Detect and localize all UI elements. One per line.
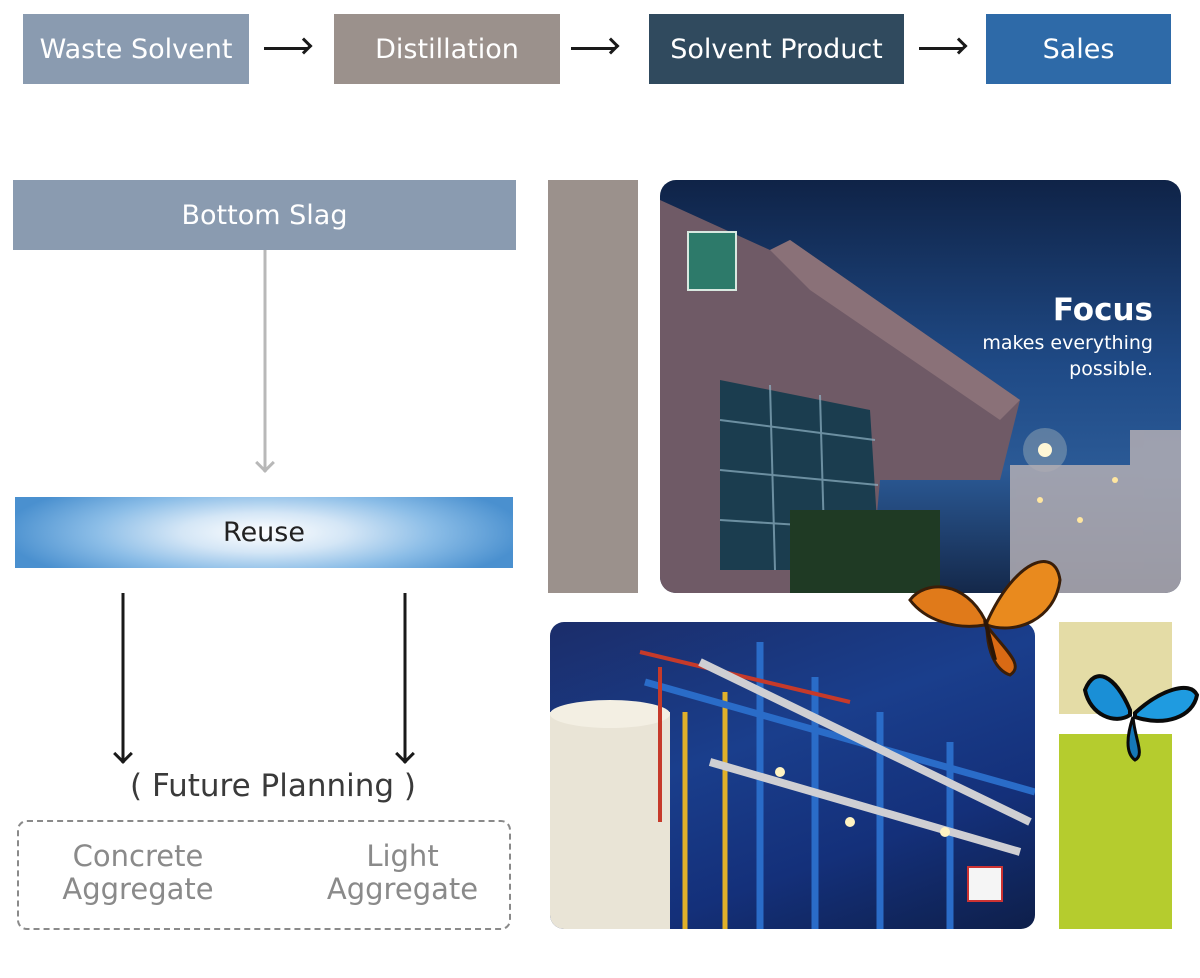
reuse-label: Reuse: [223, 517, 305, 548]
concrete-aggregate-label: Concrete Aggregate: [62, 839, 214, 906]
reuse-right-arrow: [395, 593, 415, 764]
focus-heading: Focus: [1052, 292, 1153, 328]
orange-butterfly-icon: [908, 560, 1062, 677]
grey-bar-decoration: [548, 180, 638, 593]
solvent-product-label: Solvent Product: [670, 33, 883, 65]
light-aggregate-label: Light Aggregate: [326, 839, 479, 906]
plant-photo: [550, 622, 1035, 929]
blue-butterfly-icon: [1082, 674, 1200, 762]
flow-arrow-3: [919, 47, 963, 50]
reuse-box: Reuse: [15, 497, 513, 568]
solvent-product-step: Solvent Product: [649, 14, 904, 84]
building-photo: Focus makes everything possible.: [660, 180, 1181, 593]
sales-label: Sales: [1042, 33, 1115, 65]
bottom-slag-label: Bottom Slag: [181, 199, 348, 231]
tagline-line-1: makes everything: [982, 332, 1153, 354]
distillation-label: Distillation: [375, 33, 519, 65]
future-planning-label: ( Future Planning ): [130, 768, 417, 804]
flow-arrow-2: [571, 47, 615, 50]
slag-to-reuse-arrow: [255, 250, 275, 473]
building-illustration: [660, 200, 1181, 593]
bottom-slag-box: Bottom Slag: [13, 180, 516, 250]
sales-step: Sales: [986, 14, 1171, 84]
tagline-line-2: possible.: [1069, 358, 1153, 380]
future-options-box: [17, 820, 511, 930]
waste-solvent-step: Waste Solvent: [23, 14, 249, 84]
flow-arrow-1: [264, 47, 308, 50]
distillation-step: Distillation: [334, 14, 560, 84]
lime-block-decoration: [1059, 734, 1172, 929]
waste-solvent-label: Waste Solvent: [39, 33, 233, 65]
plant-illustration: [550, 642, 1035, 929]
reuse-left-arrow: [113, 593, 133, 764]
